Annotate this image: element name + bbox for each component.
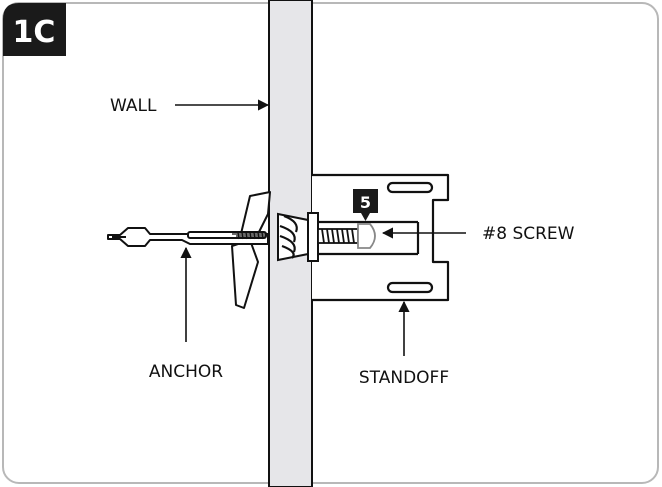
step-badge-text: 1C xyxy=(13,15,56,50)
screw xyxy=(317,223,376,249)
marker-number: 5 xyxy=(360,193,371,212)
standoff-slot-bottom xyxy=(386,281,434,294)
anchor xyxy=(107,191,271,309)
leader-lines xyxy=(175,99,466,356)
standoff xyxy=(312,173,450,302)
standoff-label: STANDOFF xyxy=(359,368,449,388)
wall-label: WALL xyxy=(110,96,157,116)
step-badge: 1C xyxy=(3,3,66,56)
anchor-threads xyxy=(279,214,298,259)
screw-head xyxy=(357,223,376,249)
screw-label: #8 SCREW xyxy=(482,224,575,244)
standoff-slot-top xyxy=(386,181,434,194)
anchor-label: ANCHOR xyxy=(149,362,223,382)
marker-badge: 5 xyxy=(353,189,378,221)
